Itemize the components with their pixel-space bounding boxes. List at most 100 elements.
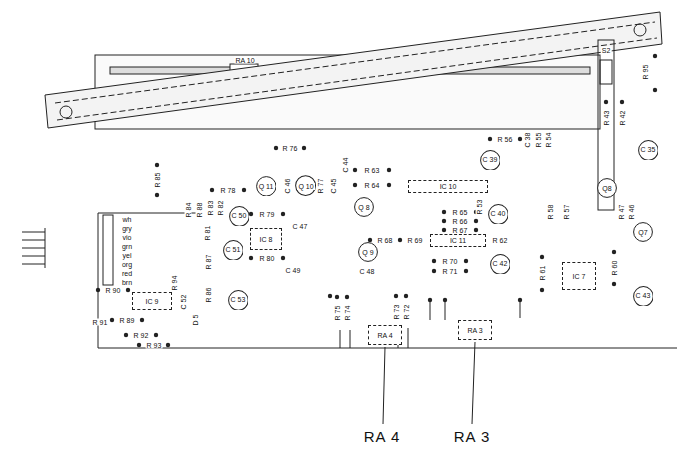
- part-label: R 43: [603, 110, 610, 127]
- part-label: yel: [122, 252, 133, 259]
- component-circle: C 51: [223, 240, 244, 261]
- part-label: R 47: [618, 204, 625, 221]
- part-label: R 56: [497, 136, 514, 143]
- part-label: R 93: [146, 342, 163, 349]
- part-label: C 49: [285, 267, 302, 274]
- component-designator: IC 11: [449, 237, 467, 244]
- part-label: R 76: [282, 145, 299, 152]
- part-label: R 70: [442, 258, 459, 265]
- part-label: R 91: [92, 319, 109, 326]
- part-label: C 45: [330, 178, 337, 195]
- part-label: R 57: [563, 204, 570, 221]
- part-label: R 85: [154, 172, 161, 189]
- part-label: R 88: [196, 202, 203, 219]
- part-label: R 75: [334, 305, 341, 322]
- part-label: R 55: [535, 132, 542, 149]
- callout-label: RA 3: [452, 429, 493, 444]
- part-label: vio: [122, 234, 133, 241]
- component-designator: C 35: [640, 146, 657, 153]
- part-label: RA 10: [234, 57, 255, 64]
- part-label: C 44: [342, 157, 349, 174]
- part-label: R 77: [317, 178, 324, 195]
- part-label: R 65: [452, 209, 469, 216]
- part-label: R 74: [344, 305, 351, 322]
- part-label: S2: [601, 47, 612, 54]
- part-label: R 62: [492, 237, 509, 244]
- part-label: brn: [121, 279, 133, 286]
- part-label: R 86: [205, 287, 212, 304]
- component-designator: C 42: [492, 260, 509, 267]
- part-label: wh: [122, 216, 133, 223]
- part-label: R 72: [403, 304, 410, 321]
- component-circle: C 43: [633, 286, 654, 307]
- part-label: R 66: [452, 218, 469, 225]
- part-label: R 58: [547, 204, 554, 221]
- component-circle: C 35: [638, 140, 659, 161]
- part-label: R 61: [539, 265, 546, 282]
- component-designator: C 39: [482, 156, 499, 163]
- component-designator: IC 10: [439, 183, 458, 190]
- component-circle: C 53: [228, 290, 249, 311]
- component-box: IC 8: [250, 228, 282, 250]
- part-label: R 90: [105, 287, 122, 294]
- part-label: R 92: [133, 332, 150, 339]
- part-label: R 79: [259, 211, 276, 218]
- component-designator: Q7: [637, 229, 648, 236]
- part-label: R 80: [259, 255, 276, 262]
- component-box: IC 10: [408, 180, 488, 193]
- component-circle: Q 8: [354, 197, 374, 217]
- part-label: R 84: [185, 202, 192, 219]
- component-box: IC 7: [562, 262, 596, 290]
- part-label: R 94: [171, 275, 178, 292]
- part-label: R 69: [407, 237, 424, 244]
- component-circle: Q 10: [295, 175, 316, 196]
- component-designator: C 43: [635, 292, 652, 299]
- component-box: IC 11: [430, 234, 486, 247]
- component-circle: Q 11: [256, 176, 277, 197]
- part-label: R 95: [642, 64, 649, 81]
- component-designator: Q 11: [258, 183, 275, 190]
- part-label: R 64: [364, 182, 381, 189]
- part-label: R 42: [619, 110, 626, 127]
- component-circle: Q8: [597, 178, 617, 198]
- part-label: R 78: [220, 187, 237, 194]
- component-designator: Q 10: [297, 183, 314, 190]
- part-label: R 89: [119, 317, 136, 324]
- component-circle: Q7: [633, 222, 653, 242]
- part-label: C 48: [359, 268, 376, 275]
- callout-label: RA 4: [362, 429, 403, 444]
- part-label: R 87: [205, 254, 212, 271]
- component-circle: C 40: [488, 204, 509, 225]
- component-designator: Q 8: [357, 204, 370, 211]
- component-designator: C 53: [230, 296, 247, 303]
- component-box: IC 9: [132, 292, 172, 310]
- part-label: R 46: [628, 204, 635, 221]
- part-label: R 83: [207, 200, 214, 217]
- component-designator: IC 9: [145, 298, 160, 305]
- component-designator: C 51: [225, 246, 242, 253]
- part-label: red: [121, 270, 133, 277]
- component-designator: C 50: [231, 212, 248, 219]
- component-designator: RA 4: [376, 332, 393, 339]
- part-label: R 63: [364, 167, 381, 174]
- component-circle: C 42: [490, 254, 511, 275]
- part-label: R 54: [545, 132, 552, 149]
- component-designator: RA 3: [466, 327, 483, 334]
- part-label: R 60: [611, 260, 618, 277]
- part-label: C 47: [292, 223, 309, 230]
- component-circle: C 39: [480, 150, 501, 171]
- part-label: R 67: [452, 227, 469, 234]
- component-box: RA 4: [368, 325, 402, 345]
- component-circle: C 50: [229, 206, 250, 227]
- component-box: RA 3: [458, 320, 492, 340]
- component-designator: Q 9: [361, 249, 374, 256]
- part-label: R 71: [442, 268, 459, 275]
- part-label: org: [121, 261, 133, 268]
- part-label: grn: [121, 243, 133, 250]
- component-designator: C 40: [490, 210, 507, 217]
- component-designator: Q8: [601, 185, 612, 192]
- part-label: R 73: [393, 304, 400, 321]
- part-label: C 52: [180, 294, 187, 311]
- part-label: D 5: [192, 314, 199, 327]
